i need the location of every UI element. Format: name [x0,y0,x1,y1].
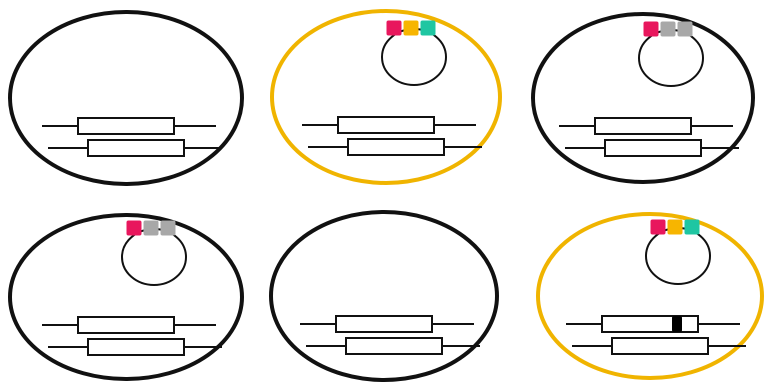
gene-box [602,316,698,332]
plasmid-gene-teal [421,21,436,36]
plasmid-gene-teal [685,220,700,235]
plasmid-gene-yellow [404,21,419,36]
plasmid [639,22,703,87]
plasmid-gene-magenta [651,220,666,235]
plasmid [122,221,186,286]
plasmid-gene-gray [161,221,176,236]
gene-box [595,118,691,134]
chromosome [566,316,746,354]
cell-5 [271,212,497,380]
plasmid [382,21,446,86]
gene-box [88,339,184,355]
chromosome [42,118,222,156]
plasmid-gene-gray [661,22,676,37]
plasmid-ring [646,228,710,284]
cell-2 [272,11,500,183]
plasmid-gene-yellow [668,220,683,235]
cell-1 [10,12,242,184]
plasmid-ring [122,229,186,285]
cell-membrane [272,11,500,183]
chromosome [559,118,739,156]
gene-box [78,118,174,134]
gene-box [336,316,432,332]
gene-box [612,338,708,354]
cell-membrane [10,12,242,184]
gene-box [348,139,444,155]
plasmid-ring [382,29,446,85]
chromosome [42,317,222,355]
plasmid-gene-gray [678,22,693,37]
chromosome [302,117,482,155]
plasmid-gene-magenta [127,221,142,236]
chromosome [300,316,480,354]
gene-box [88,140,184,156]
gene-box [338,117,434,133]
gene-box [78,317,174,333]
cell-3 [533,14,753,182]
plasmid-gene-magenta [387,21,402,36]
plasmid-gene-magenta [644,22,659,37]
plasmid [646,220,710,285]
plasmid-ring [639,30,703,86]
plasmid-gene-gray [144,221,159,236]
cell-4 [10,215,242,379]
gene-box [605,140,701,156]
gene-box [346,338,442,354]
cell-6 [538,214,762,378]
inserted-gene-marker [672,316,682,332]
